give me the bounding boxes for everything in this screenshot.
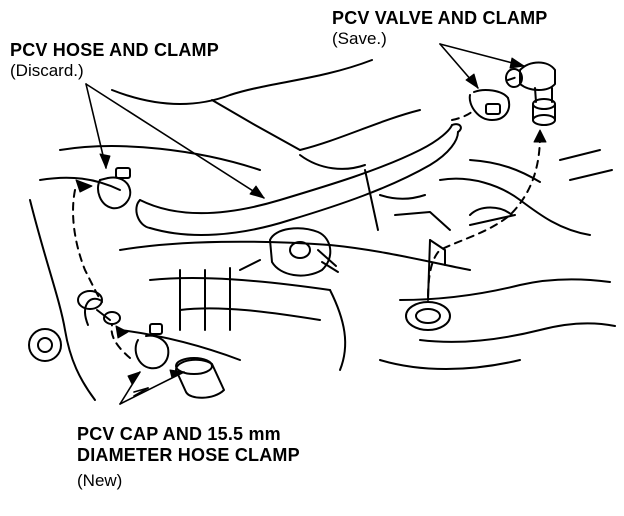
dashed-routing-lines [72,75,541,359]
engine-body [29,149,616,401]
oil-filler-boss [405,239,451,331]
hood-outline [59,59,421,171]
arrowheads [75,57,547,385]
callout-pcv-cap: PCV CAP AND 15.5 mm DIAMETER HOSE CLAMP … [77,424,300,491]
pcv-hose [135,123,462,236]
callout-pcv-hose-note: (Discard.) [10,60,84,80]
callout-pcv-valve-note: (Save.) [332,28,387,48]
left-bolts [28,290,121,362]
callout-pcv-hose-title: PCV HOSE AND CLAMP [10,40,219,60]
callout-pcv-cap-title-line1: PCV CAP AND 15.5 mm [77,424,281,444]
pcv-valve-assembly [468,61,556,126]
leader-lines [85,43,525,405]
discard-clamp [97,167,132,210]
callout-pcv-valve-title: PCV VALVE AND CLAMP [332,8,548,28]
callout-pcv-valve: PCV VALVE AND CLAMP (Save.) [332,8,547,48]
callout-pcv-cap-title-line2: DIAMETER HOSE CLAMP [77,444,300,465]
callout-pcv-cap-note: (New) [77,471,123,491]
callout-pcv-hose: PCV HOSE AND CLAMP (Discard.) [10,40,219,80]
center-connector [239,227,339,277]
pcv-cap-assembly [134,323,225,399]
